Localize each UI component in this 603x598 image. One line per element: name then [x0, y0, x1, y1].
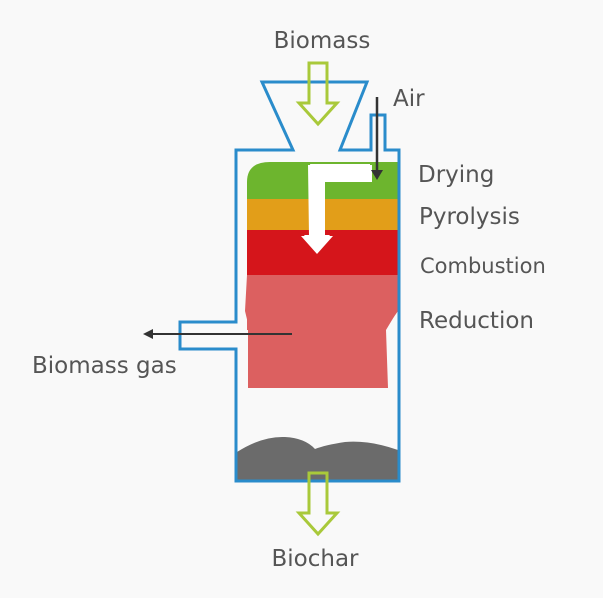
- char-bed: [237, 436, 398, 480]
- air-label: Air: [393, 86, 425, 112]
- material-flow-arrow-shape: [301, 165, 372, 254]
- gas-arrow-head: [143, 329, 153, 339]
- vessel-outline: [178, 80, 401, 483]
- biomass-in-arrow: [295, 61, 341, 127]
- zone-drying-corner: [386, 162, 398, 178]
- air-arrow-head: [371, 170, 383, 180]
- biochar-out-arrow: [295, 471, 341, 537]
- zone-reduction-body: [245, 275, 398, 387]
- zone-label-pyrolysis: Pyrolysis: [419, 204, 520, 230]
- biochar-label: Biochar: [271, 546, 359, 572]
- biomass-gas-label: Biomass gas: [32, 353, 177, 379]
- zone-label-combustion: Combustion: [420, 254, 546, 278]
- biomass-in-label: Biomass: [274, 28, 371, 54]
- zone-label-drying: Drying: [418, 162, 494, 188]
- zone-label-reduction: Reduction: [419, 308, 534, 334]
